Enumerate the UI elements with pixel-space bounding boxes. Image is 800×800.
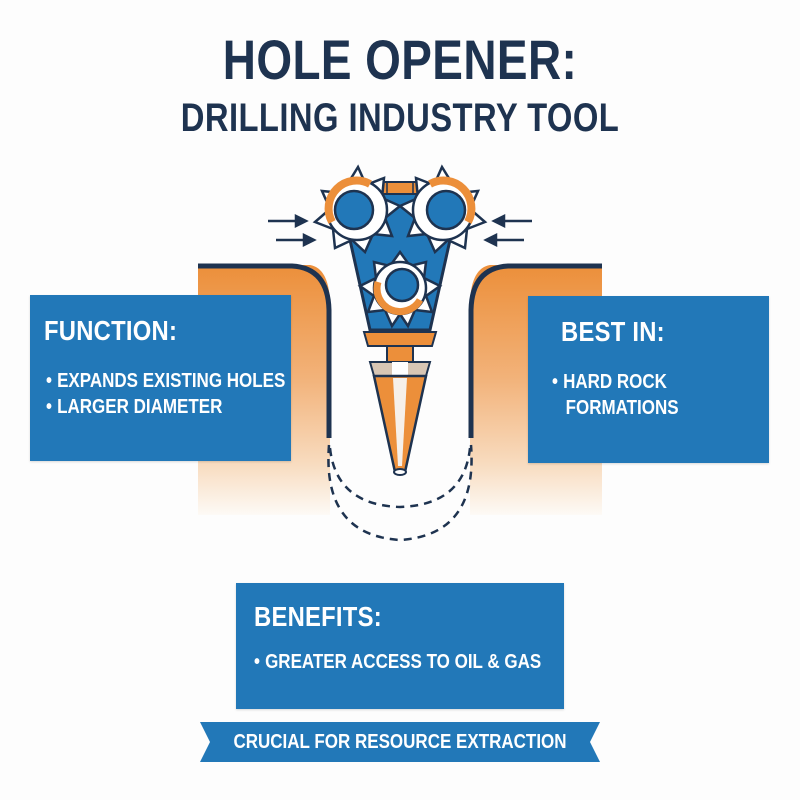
benefits-bullet-1: •GREATER ACCESS TO OIL & GAS [254, 651, 542, 673]
bullet-icon: • [46, 370, 52, 392]
inward-arrows [268, 213, 532, 248]
function-heading: FUNCTION: [44, 315, 178, 346]
borehole-wall-right [468, 263, 602, 438]
best-in-bullet-2: FORMATIONS [565, 397, 679, 419]
best-in-heading: BEST IN: [561, 316, 665, 347]
page-subtitle: DRILLING INDUSTRY TOOL [180, 96, 620, 140]
borehole-wall-left [198, 263, 332, 438]
gear-cutter-center [357, 249, 443, 329]
expanded-hole-outline-outer [327, 444, 473, 542]
banner-text: CRUCIAL FOR RESOURCE EXTRACTION [233, 731, 567, 753]
best-in-bullet-1: •HARD ROCK [552, 371, 667, 393]
benefits-list: •GREATER ACCESS TO OIL & GAS [254, 649, 592, 675]
banner-ribbon: CRUCIAL FOR RESOURCE EXTRACTION [200, 722, 600, 762]
bullet-icon: • [552, 371, 558, 393]
page-title: HOLE OPENER: [222, 28, 578, 91]
gear-cutter-left [312, 164, 403, 255]
function-bullet-2: •LARGER DIAMETER [46, 396, 223, 418]
gear-cutter-right [397, 164, 488, 255]
bullet-icon: • [46, 396, 52, 418]
drill-stem [362, 331, 438, 363]
benefits-card: BENEFITS: •GREATER ACCESS TO OIL & GAS [236, 583, 564, 709]
best-in-list: •HARD ROCK FORMATIONS [552, 369, 701, 421]
benefits-heading: BENEFITS: [254, 601, 382, 632]
function-card: FUNCTION: •EXPANDS EXISTING HOLES •LARGE… [30, 295, 291, 461]
bullet-icon: • [254, 651, 260, 673]
ribbon-shape [200, 722, 600, 762]
function-bullet-1: •EXPANDS EXISTING HOLES [46, 370, 286, 392]
expanded-hole-outline-inner [328, 447, 472, 509]
best-in-card: BEST IN: •HARD ROCK FORMATIONS [528, 296, 769, 463]
pilot-bit [368, 361, 432, 476]
function-list: •EXPANDS EXISTING HOLES •LARGER DIAMETER [46, 368, 328, 420]
